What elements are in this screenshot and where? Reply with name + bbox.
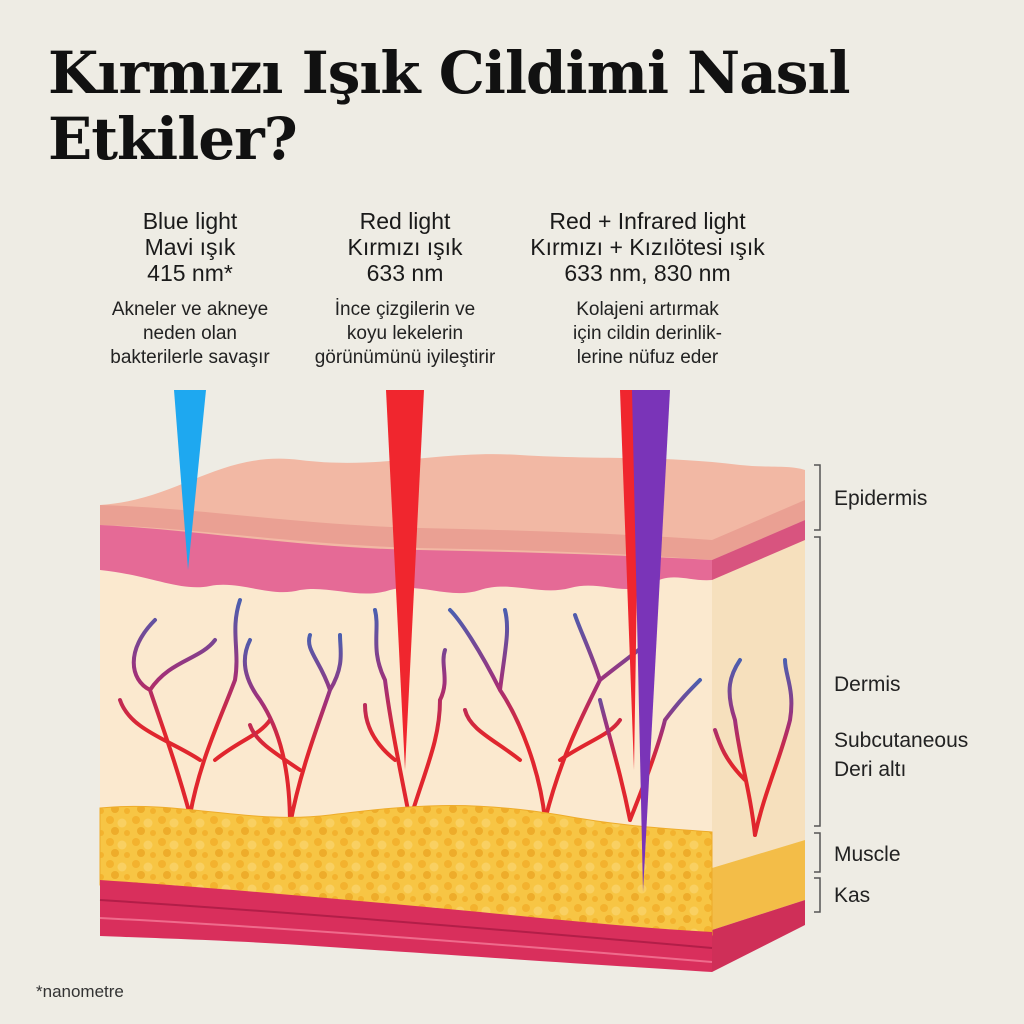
column-wavelength: 633 nm bbox=[366, 260, 444, 286]
subcutaneous-fat-layer bbox=[99, 805, 713, 936]
column-red-light: Red light Kırmızı ışık 633 nm İnce çizgi… bbox=[300, 208, 510, 370]
description-line: bakterilerle savaşır bbox=[110, 347, 270, 368]
block-side-face bbox=[712, 520, 805, 972]
label-muscle-en: Muscle bbox=[834, 843, 901, 866]
label-epidermis: Epidermis bbox=[834, 487, 928, 510]
description-line: için cildin derinlik- bbox=[573, 323, 722, 344]
footnote: *nanometre bbox=[36, 982, 124, 1001]
column-red-infrared-light: Red + Infrared light Kırmızı + Kızılötes… bbox=[515, 208, 780, 370]
column-description: Akneler ve akneye neden olan bakterilerl… bbox=[90, 298, 290, 370]
column-blue-light: Blue light Mavi ışık 415 nm* Akneler ve … bbox=[90, 208, 290, 370]
description-line: Akneler ve akneye bbox=[111, 299, 269, 320]
label-muscle-tr: Kas bbox=[834, 884, 871, 907]
column-heading-en: Red light bbox=[359, 208, 451, 234]
column-description: Kolajeni artırmak için cildin derinlik- … bbox=[515, 298, 780, 370]
column-heading-en: Red + Infrared light bbox=[549, 208, 746, 234]
description-line: İnce çizgilerin ve bbox=[334, 299, 476, 320]
epidermis-layer bbox=[100, 454, 805, 594]
label-subcutaneous-en: Subcutaneous bbox=[834, 729, 969, 752]
column-heading-tr: Kırmızı + Kızılötesi ışık bbox=[530, 234, 765, 260]
layer-brackets bbox=[814, 464, 821, 913]
muscle-fiber-line bbox=[99, 899, 713, 949]
description-line: Kolajeni artırmak bbox=[576, 299, 719, 320]
description-line: lerine nüfuz eder bbox=[576, 347, 719, 368]
column-heading-tr: Kırmızı ışık bbox=[347, 234, 463, 260]
blue-light-beam bbox=[174, 390, 206, 570]
infrared-light-beam bbox=[632, 390, 670, 892]
column-description: İnce çizgilerin ve koyu lekelerin görünü… bbox=[300, 298, 510, 370]
column-heading-en: Blue light bbox=[142, 208, 238, 234]
column-wavelength: 415 nm* bbox=[147, 260, 233, 286]
blood-vessels bbox=[118, 598, 794, 837]
description-line: görünümünü iyileştirir bbox=[314, 347, 496, 368]
label-subcutaneous-tr: Deri altı bbox=[834, 758, 907, 781]
muscle-fiber-line bbox=[99, 917, 713, 963]
description-line: neden olan bbox=[142, 323, 238, 344]
column-heading-tr: Mavi ışık bbox=[144, 234, 236, 260]
red-light-beam bbox=[386, 390, 424, 770]
light-beams bbox=[174, 390, 670, 892]
column-wavelength: 633 nm, 830 nm bbox=[564, 260, 731, 286]
page-title: Kırmızı Işık Cildimi Nasıl Etkiler? bbox=[48, 39, 851, 173]
description-line: koyu lekelerin bbox=[346, 323, 464, 344]
label-dermis: Dermis bbox=[834, 673, 901, 696]
